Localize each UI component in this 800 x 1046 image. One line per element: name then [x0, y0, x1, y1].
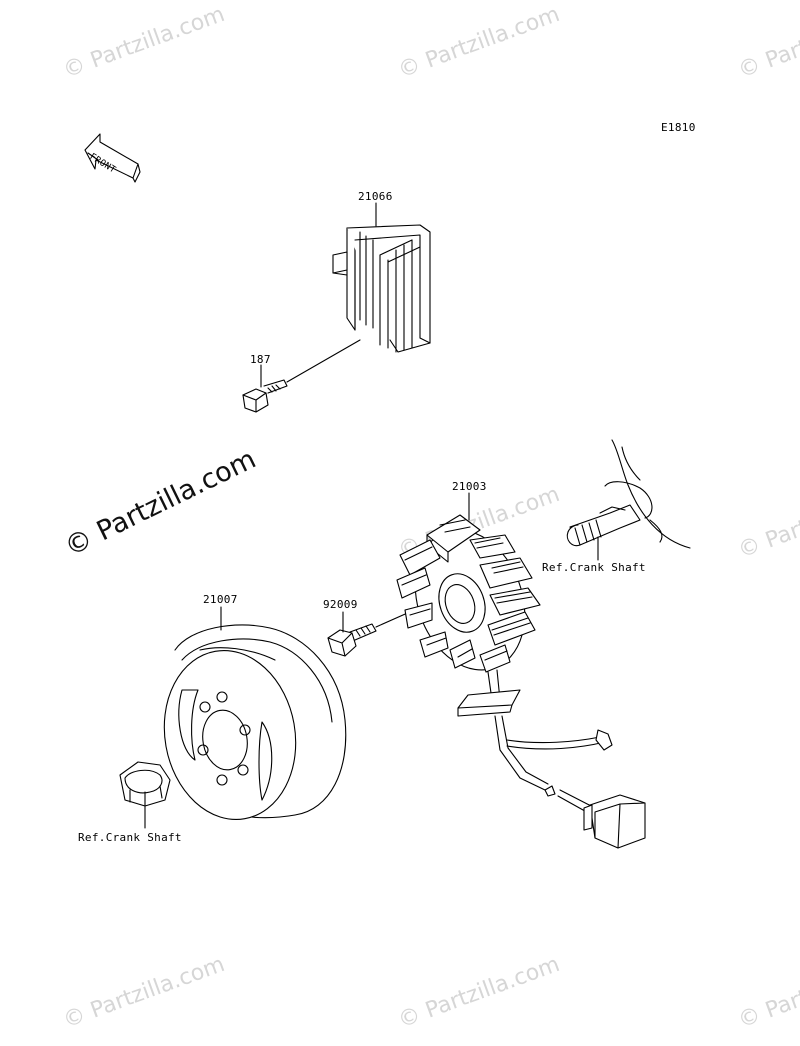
part-number-187[interactable]: 187	[250, 353, 271, 366]
part-number-92009[interactable]: 92009	[323, 598, 358, 611]
part-number-21066[interactable]: 21066	[358, 190, 393, 203]
bolt-187	[242, 379, 288, 413]
part-number-21003[interactable]: 21003	[452, 480, 487, 493]
reference-crank-shaft-left: Ref.Crank Shaft	[78, 831, 182, 844]
diagram-code: E1810	[661, 121, 696, 134]
front-arrow-icon	[84, 133, 141, 183]
crank-shaft	[566, 439, 691, 549]
stator-coil	[396, 514, 541, 673]
screw-92009	[327, 623, 377, 657]
part-number-21007[interactable]: 21007	[203, 593, 238, 606]
flywheel	[163, 624, 347, 821]
reference-crank-shaft-right: Ref.Crank Shaft	[542, 561, 646, 574]
stator-wiring	[457, 669, 646, 849]
flywheel-nut	[119, 761, 171, 807]
regulator-rectifier	[332, 224, 431, 353]
